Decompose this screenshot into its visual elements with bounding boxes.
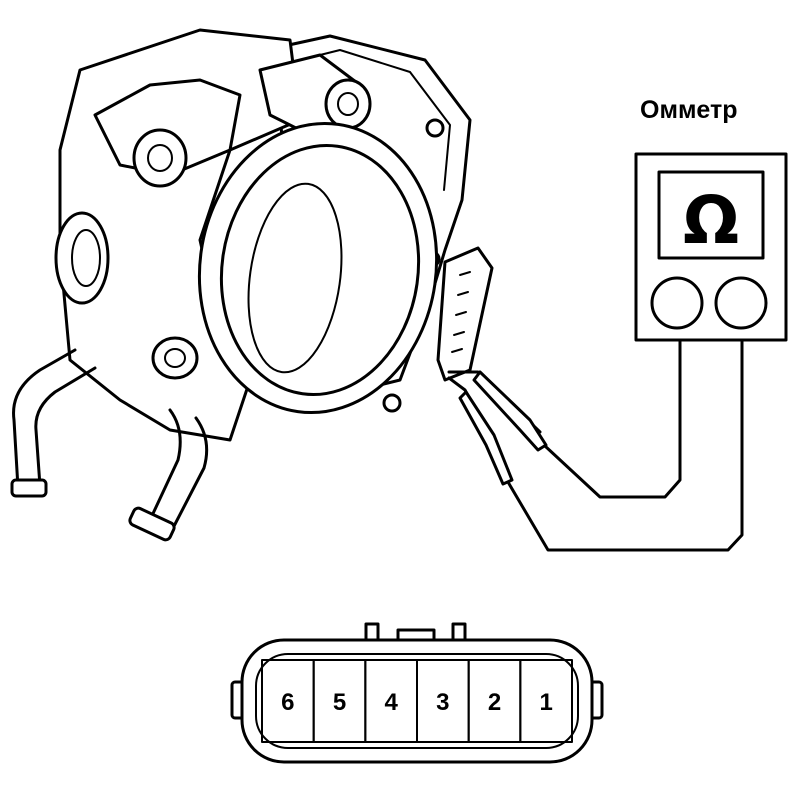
ohmmeter: Ω [634, 152, 788, 342]
ohm-symbol: Ω [683, 182, 739, 259]
pin-number-3: 3 [436, 689, 449, 716]
connector-pinout: 6 5 4 3 2 1 [230, 622, 604, 764]
pin-number-1: 1 [539, 689, 552, 716]
pin-number-4: 4 [384, 689, 398, 716]
pin-cavity-1 [519, 659, 573, 743]
pin-number-6: 6 [281, 689, 294, 716]
test-leads [447, 336, 744, 552]
terminal-left [650, 276, 704, 330]
pin-number-5: 5 [333, 689, 346, 716]
pin-number-2: 2 [488, 689, 501, 716]
ohmmeter-label: Омметр [640, 96, 738, 124]
throttle-body [10, 28, 494, 542]
terminal-right [714, 276, 768, 330]
